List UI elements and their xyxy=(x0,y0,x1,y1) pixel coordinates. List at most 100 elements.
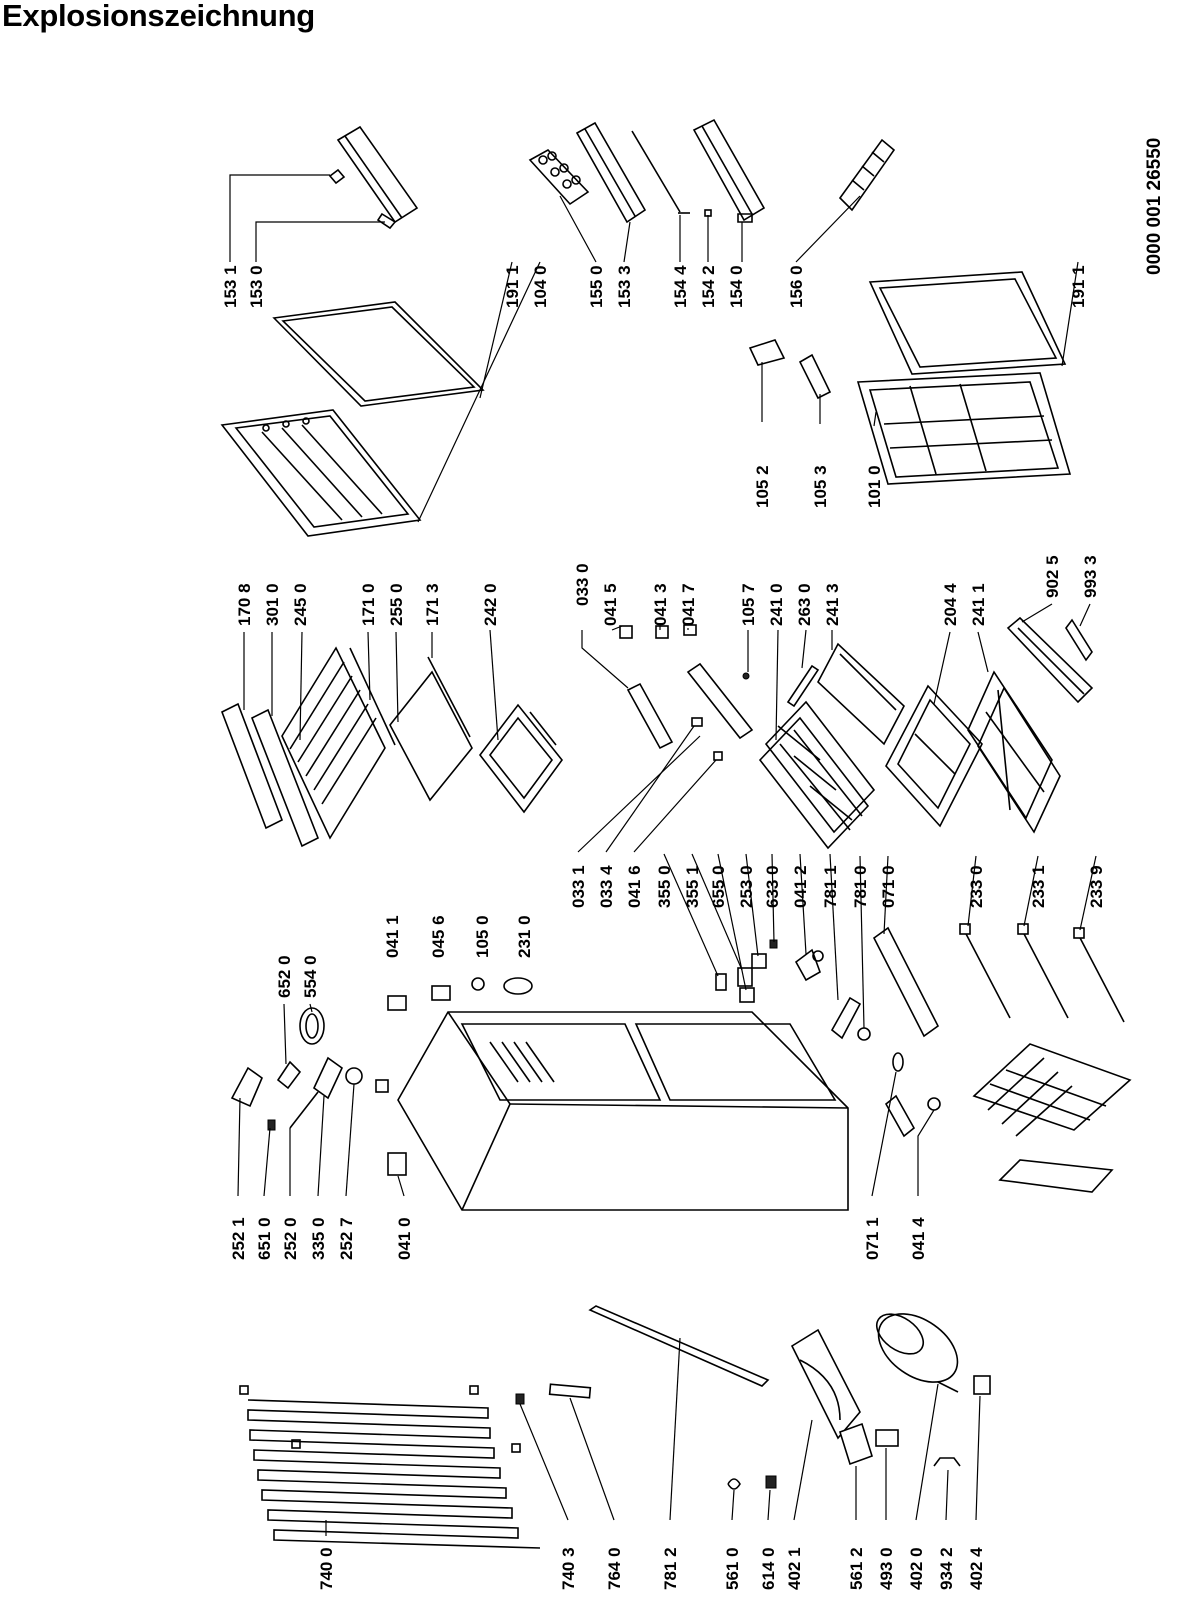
hinge-105-2 xyxy=(748,339,786,366)
knob-252-7 xyxy=(345,1067,363,1085)
document-number: 0000 001 26550 xyxy=(1144,138,1165,275)
part-label: 242 0 xyxy=(481,583,500,626)
part-label: 633 0 xyxy=(763,865,782,908)
part-label: 071 0 xyxy=(879,865,898,908)
part-label: 204 4 xyxy=(941,583,960,626)
part-label: 740 3 xyxy=(559,1547,578,1590)
part-041-5 xyxy=(619,625,633,639)
control-252-1 xyxy=(230,1066,263,1108)
part-033-4 xyxy=(691,717,703,727)
door-101-0 xyxy=(856,372,1072,485)
part-label: 233 9 xyxy=(1087,865,1106,908)
hinge-105-3 xyxy=(798,353,832,400)
clip-934-2 xyxy=(933,1457,961,1467)
part-label: 153 1 xyxy=(221,265,240,308)
part-label: 241 3 xyxy=(823,583,842,626)
part-label: 170 8 xyxy=(235,583,254,626)
part-label: 902 5 xyxy=(1043,555,1062,598)
strip-263-0 xyxy=(786,664,820,708)
part-label: 740 0 xyxy=(317,1547,336,1590)
part-label: 231 0 xyxy=(515,915,534,958)
part-041-7 xyxy=(683,624,697,636)
basket-241-1 xyxy=(967,670,1061,834)
drawer-242-0 xyxy=(478,703,564,814)
part-561-0 xyxy=(727,1478,741,1490)
part-label: 993 3 xyxy=(1081,555,1100,598)
part-label: 105 0 xyxy=(473,915,492,958)
part-label: 105 7 xyxy=(739,583,758,626)
door-shelf-154-0 xyxy=(692,118,766,223)
part-label: 155 0 xyxy=(587,265,606,308)
part-651-0 xyxy=(267,1119,276,1131)
evaporator-grid xyxy=(972,1043,1132,1193)
part-493-0 xyxy=(875,1429,899,1447)
basket-241-0 xyxy=(758,700,876,850)
part-label: 402 4 xyxy=(967,1547,986,1590)
part-label: 041 0 xyxy=(395,1217,414,1260)
rod-154-4 xyxy=(631,130,712,217)
compressor-402-0 xyxy=(876,1313,959,1393)
part-label: 154 4 xyxy=(671,265,690,308)
part-label: 335 0 xyxy=(309,1217,328,1260)
part-041-0 xyxy=(387,1152,407,1176)
part-label: 781 1 xyxy=(821,865,840,908)
part-label: 252 0 xyxy=(281,1217,300,1260)
part-label: 041 4 xyxy=(909,1217,928,1260)
part-label: 153 0 xyxy=(247,265,266,308)
glass-plate-255-0 xyxy=(389,670,473,802)
part-label: 781 0 xyxy=(851,865,870,908)
part-label: 655 0 xyxy=(709,865,728,908)
part-041-3 xyxy=(655,625,669,639)
part-041-1 xyxy=(387,995,407,1011)
strip-171-3 xyxy=(427,656,471,738)
part-740-3 xyxy=(515,1393,525,1405)
part-label: 105 3 xyxy=(811,465,830,508)
part-label: 153 3 xyxy=(615,265,634,308)
part-253-0 xyxy=(751,953,767,969)
part-label: 154 2 xyxy=(699,265,718,308)
part-label: 041 5 xyxy=(601,583,620,626)
part-label: 191 1 xyxy=(1069,265,1088,308)
part-041-6 xyxy=(713,751,723,761)
part-652-0 xyxy=(276,1060,302,1090)
wire-shelf-245-0 xyxy=(281,646,386,840)
part-041-0-small xyxy=(375,1079,389,1093)
rail-233-1 xyxy=(1017,923,1069,1019)
part-label: 041 1 xyxy=(383,915,402,958)
part-label: 105 2 xyxy=(753,465,772,508)
spring-554-0 xyxy=(299,1007,325,1045)
part-label: 041 6 xyxy=(625,865,644,908)
part-label: 561 2 xyxy=(847,1547,866,1590)
part-label: 781 2 xyxy=(661,1547,680,1590)
part-label: 614 0 xyxy=(759,1547,778,1590)
door-shelf-153-3 xyxy=(575,121,647,224)
part-label: 171 0 xyxy=(359,583,378,626)
part-label: 652 0 xyxy=(275,955,294,998)
part-label: 263 0 xyxy=(795,583,814,626)
leader-lines xyxy=(229,174,1097,1536)
drier-764-0 xyxy=(548,1383,592,1399)
part-045-6 xyxy=(431,985,451,1001)
part-041-2 xyxy=(794,948,824,982)
page-title: Explosionszeichnung xyxy=(2,0,315,33)
part-402-4 xyxy=(973,1375,991,1395)
part-label: 156 0 xyxy=(787,265,806,308)
drawer-204-4 xyxy=(885,684,983,828)
part-label: 561 0 xyxy=(723,1547,742,1590)
part-label: 033 4 xyxy=(597,865,616,908)
drawer-241-3 xyxy=(817,642,905,746)
lamp-holder-041-4 xyxy=(884,1094,941,1138)
part-label: 355 0 xyxy=(655,865,674,908)
part-781-0 xyxy=(857,1027,871,1041)
rod-252-0 xyxy=(289,1091,319,1129)
part-label: 241 0 xyxy=(767,583,786,626)
part-label: 045 6 xyxy=(429,915,448,958)
part-label: 764 0 xyxy=(605,1547,624,1590)
egg-tray-155-0 xyxy=(528,149,590,206)
part-label: 253 0 xyxy=(737,865,756,908)
part-label: 934 2 xyxy=(937,1547,956,1590)
part-label: 252 7 xyxy=(337,1217,356,1260)
strip-171-0 xyxy=(349,647,396,746)
light-cover-071-0 xyxy=(872,926,940,1038)
